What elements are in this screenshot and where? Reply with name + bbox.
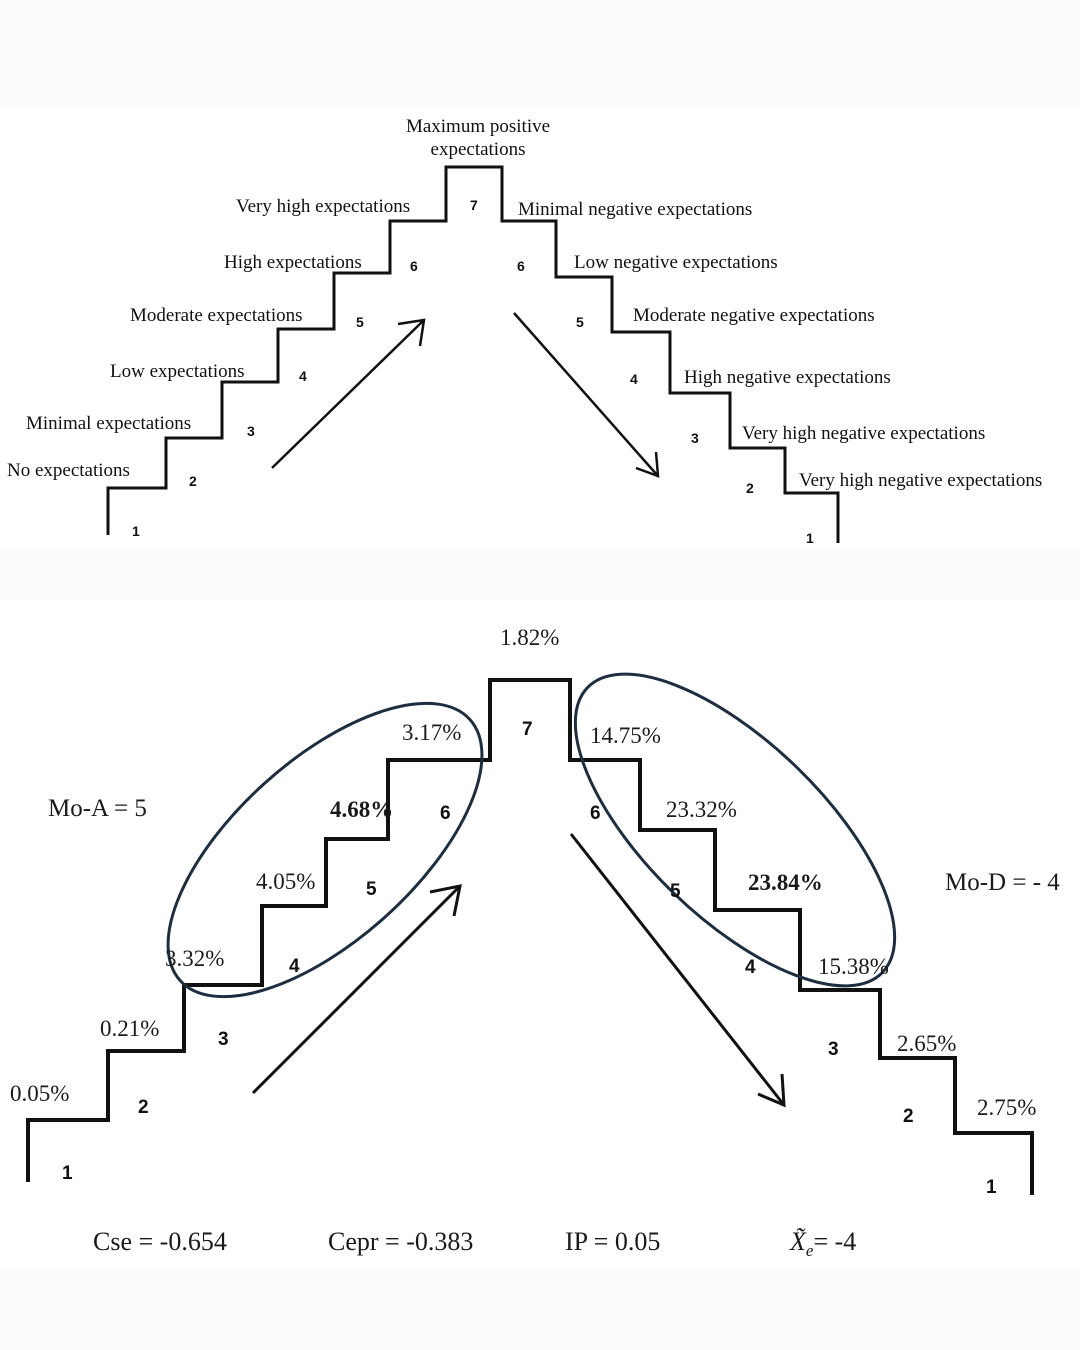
median-symbol: X̃ <box>790 1227 806 1256</box>
step-number: 6 <box>517 258 525 274</box>
label-moderate-expectations: Moderate expectations <box>130 305 303 326</box>
peak-value: 1.82% <box>500 625 560 650</box>
step-number: 2 <box>189 473 197 489</box>
top-staircase-svg <box>106 165 840 543</box>
step-number: 1 <box>62 1163 73 1184</box>
top-staircase-outline <box>106 165 840 543</box>
label-moderate-negative-expectations: Moderate negative expectations <box>633 305 875 326</box>
step-number: 5 <box>670 881 681 902</box>
up-arrow-icon <box>271 318 426 469</box>
survey-results-staircase-panel: 1.82% 0.05% 0.21% 3.32% 4.05% 4.68% 3.17… <box>0 600 1080 1268</box>
step-number: 4 <box>745 957 756 978</box>
value-step-4-up: 4.05% <box>256 869 316 894</box>
label-high-expectations: High expectations <box>224 252 362 273</box>
step-number: 3 <box>828 1039 839 1060</box>
step-number: 6 <box>410 258 418 274</box>
value-step-3-down: 15.38% <box>818 954 889 979</box>
bottom-staircase-svg <box>26 672 1034 1195</box>
step-number: 4 <box>289 956 300 977</box>
peak-step-number: 7 <box>522 719 533 740</box>
median-subscript: e <box>805 1241 814 1261</box>
bottom-staircase-outline <box>26 678 1034 1195</box>
step-number: 6 <box>440 803 451 824</box>
value-step-5-down: 23.32% <box>666 797 737 822</box>
value-step-5-up: 4.68% <box>330 797 394 822</box>
value-step-1-down: 2.75% <box>977 1095 1037 1120</box>
stat-median: X̃e= -4 <box>790 1227 857 1261</box>
step-number: 1 <box>806 530 814 546</box>
peak-label-line-1: Maximum positive <box>405 116 551 137</box>
label-low-expectations: Low expectations <box>110 361 245 382</box>
label-low-negative-expectations: Low negative expectations <box>574 252 778 273</box>
step-number: 1 <box>132 523 140 539</box>
descending-cluster-ellipse <box>573 672 897 988</box>
value-step-6-up: 3.17% <box>402 720 462 745</box>
mode-ascending: Mo-A = 5 <box>48 795 147 822</box>
step-number: 2 <box>138 1097 149 1118</box>
step-number: 3 <box>218 1029 229 1050</box>
up-arrow-icon <box>251 884 462 1095</box>
value-step-2-up: 0.21% <box>100 1016 160 1041</box>
label-no-expectations: No expectations <box>7 460 130 481</box>
value-step-1-up: 0.05% <box>10 1081 70 1106</box>
label-very-high-negative-expectations-1: Very high negative expectations <box>799 470 1043 491</box>
step-number: 3 <box>247 423 255 439</box>
label-very-high-expectations: Very high expectations <box>236 196 411 217</box>
value-step-4-down: 23.84% <box>748 870 823 895</box>
step-number: 5 <box>366 879 377 900</box>
peak-label: Maximum positive expectations <box>390 117 566 159</box>
step-number: 4 <box>630 371 638 387</box>
down-arrow-icon <box>513 312 660 478</box>
mode-descending: Mo-D = - 4 <box>945 869 1060 896</box>
peak-step-number: 7 <box>470 197 478 213</box>
median-value: = -4 <box>813 1227 857 1256</box>
label-very-high-negative-expectations-2: Very high negative expectations <box>742 423 986 444</box>
stat-cepr: Cepr = -0.383 <box>328 1227 474 1256</box>
value-step-6-down: 14.75% <box>590 723 661 748</box>
step-number: 3 <box>691 430 699 446</box>
peak-label-line-2: expectations <box>430 139 526 160</box>
stat-cse: Cse = -0.654 <box>93 1227 227 1256</box>
step-number: 1 <box>986 1177 997 1198</box>
label-minimal-negative-expectations: Minimal negative expectations <box>518 199 753 220</box>
value-step-3-up: 3.32% <box>165 946 225 971</box>
step-number: 2 <box>746 480 754 496</box>
down-arrow-icon <box>569 833 786 1108</box>
step-number: 2 <box>903 1106 914 1127</box>
step-number: 5 <box>356 314 364 330</box>
ascending-cluster-ellipse <box>166 701 484 999</box>
label-minimal-expectations: Minimal expectations <box>26 413 192 434</box>
label-high-negative-expectations: High negative expectations <box>684 367 891 388</box>
expectations-staircase-panel: Maximum positive expectations No expecta… <box>0 108 1080 548</box>
step-number: 5 <box>576 314 584 330</box>
value-step-2-down: 2.65% <box>897 1031 957 1056</box>
step-number: 6 <box>590 803 601 824</box>
stat-ip: IP = 0.05 <box>565 1227 661 1256</box>
step-number: 4 <box>299 368 307 384</box>
